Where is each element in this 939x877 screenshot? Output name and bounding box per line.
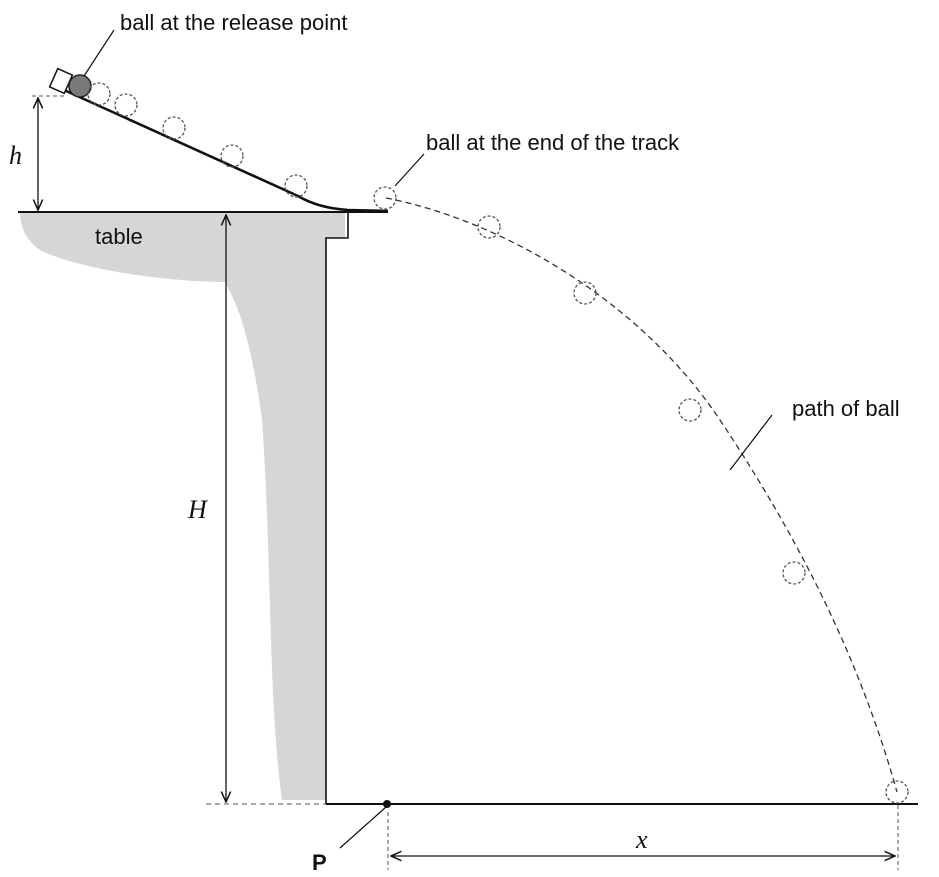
table-label: table: [95, 224, 143, 249]
H-label: H: [187, 495, 208, 524]
flight-ghost-balls: [373, 186, 909, 804]
trajectory-path: [385, 197, 898, 793]
release-point-label: ball at the release point: [120, 10, 348, 35]
table-shadow: [20, 212, 345, 800]
track-stopper: [48, 67, 74, 95]
point-P-dot: [383, 800, 391, 808]
point-P-label: P: [312, 850, 327, 875]
release-ball: [68, 74, 92, 98]
path-of-ball-label: path of ball: [792, 396, 900, 421]
end-of-track-label: ball at the end of the track: [426, 130, 680, 155]
end-track-leader: [394, 153, 425, 187]
track: [63, 88, 389, 213]
x-label: x: [635, 825, 648, 854]
path-leader: [729, 414, 773, 471]
point-P-leader: [339, 806, 387, 849]
h-label: h: [9, 141, 22, 170]
ramp-ghost-balls: [87, 82, 308, 198]
table-edge: [325, 212, 349, 804]
release-leader: [83, 29, 115, 77]
